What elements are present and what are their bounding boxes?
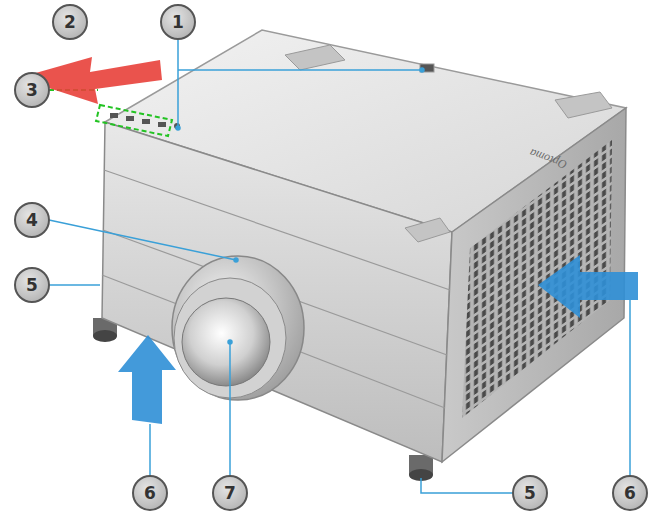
callout-number: 6 — [132, 475, 168, 511]
projector-front — [102, 122, 452, 462]
lens-glass — [182, 298, 270, 386]
top-details — [285, 45, 612, 242]
callout-number: 5 — [14, 267, 50, 303]
callout-connectors — [150, 300, 630, 476]
callout-number: 7 — [212, 475, 248, 511]
intake-arrow — [538, 255, 638, 318]
intake-arrow — [118, 335, 176, 424]
callout-number: 1 — [160, 4, 196, 40]
leader-lines — [49, 38, 514, 493]
callout-number: 3 — [14, 72, 50, 108]
button-highlight — [96, 105, 172, 136]
callout-number: 6 — [612, 475, 648, 511]
callout-number: 4 — [14, 202, 50, 238]
callout-number: 5 — [512, 475, 548, 511]
callout-number: 2 — [52, 4, 88, 40]
lens-ring — [172, 256, 304, 400]
